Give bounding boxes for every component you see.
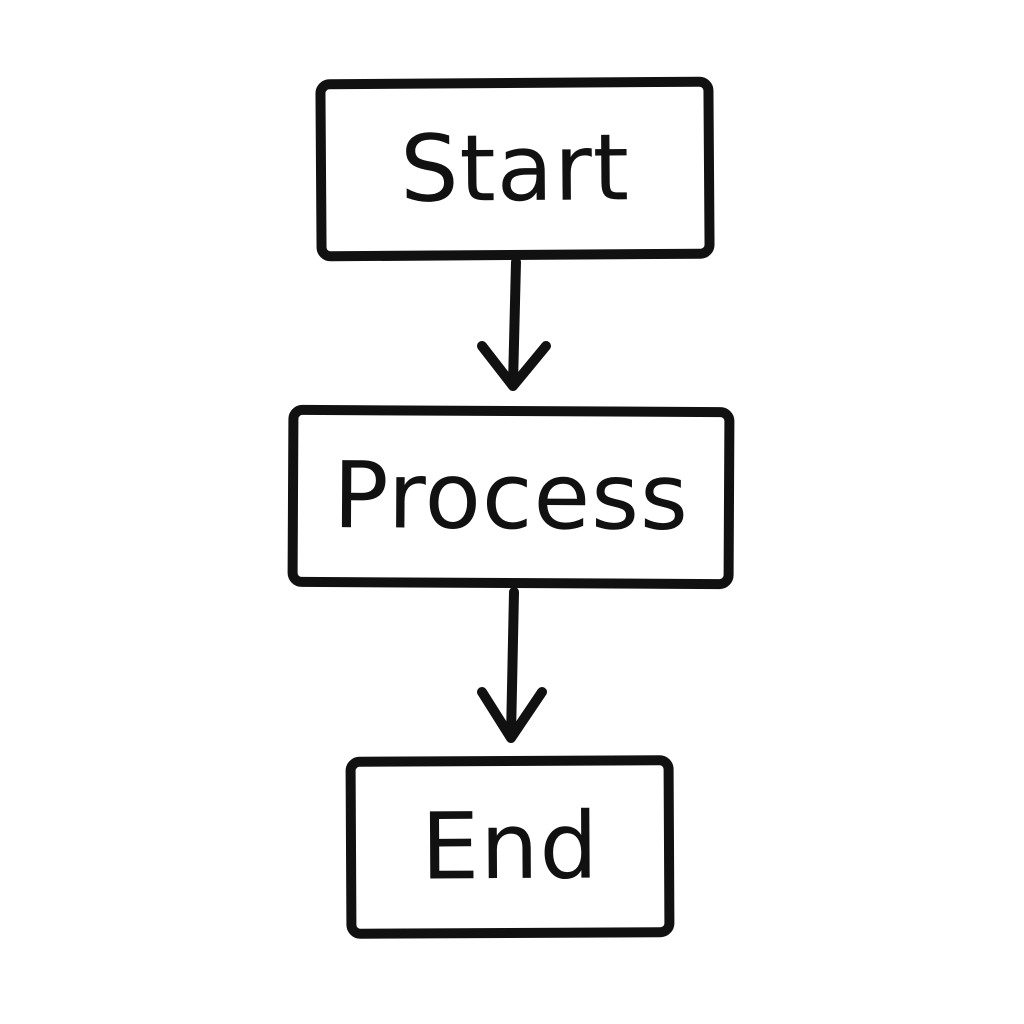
start-node-label: Start [399, 114, 631, 223]
arrow-process-to-end-shaft [506, 587, 519, 741]
arrow-start-to-process-head [477, 341, 551, 391]
arrow-process-to-end-head [477, 687, 547, 743]
process-node-label: Process [332, 442, 690, 551]
arrow-process-to-end [477, 587, 547, 743]
process-node: Process [287, 404, 735, 590]
end-node: End [345, 755, 675, 939]
arrow-start-to-process-shaft [508, 257, 521, 389]
arrow-start-to-process [477, 257, 551, 391]
start-node: Start [315, 76, 715, 262]
end-node-label: End [420, 792, 600, 901]
